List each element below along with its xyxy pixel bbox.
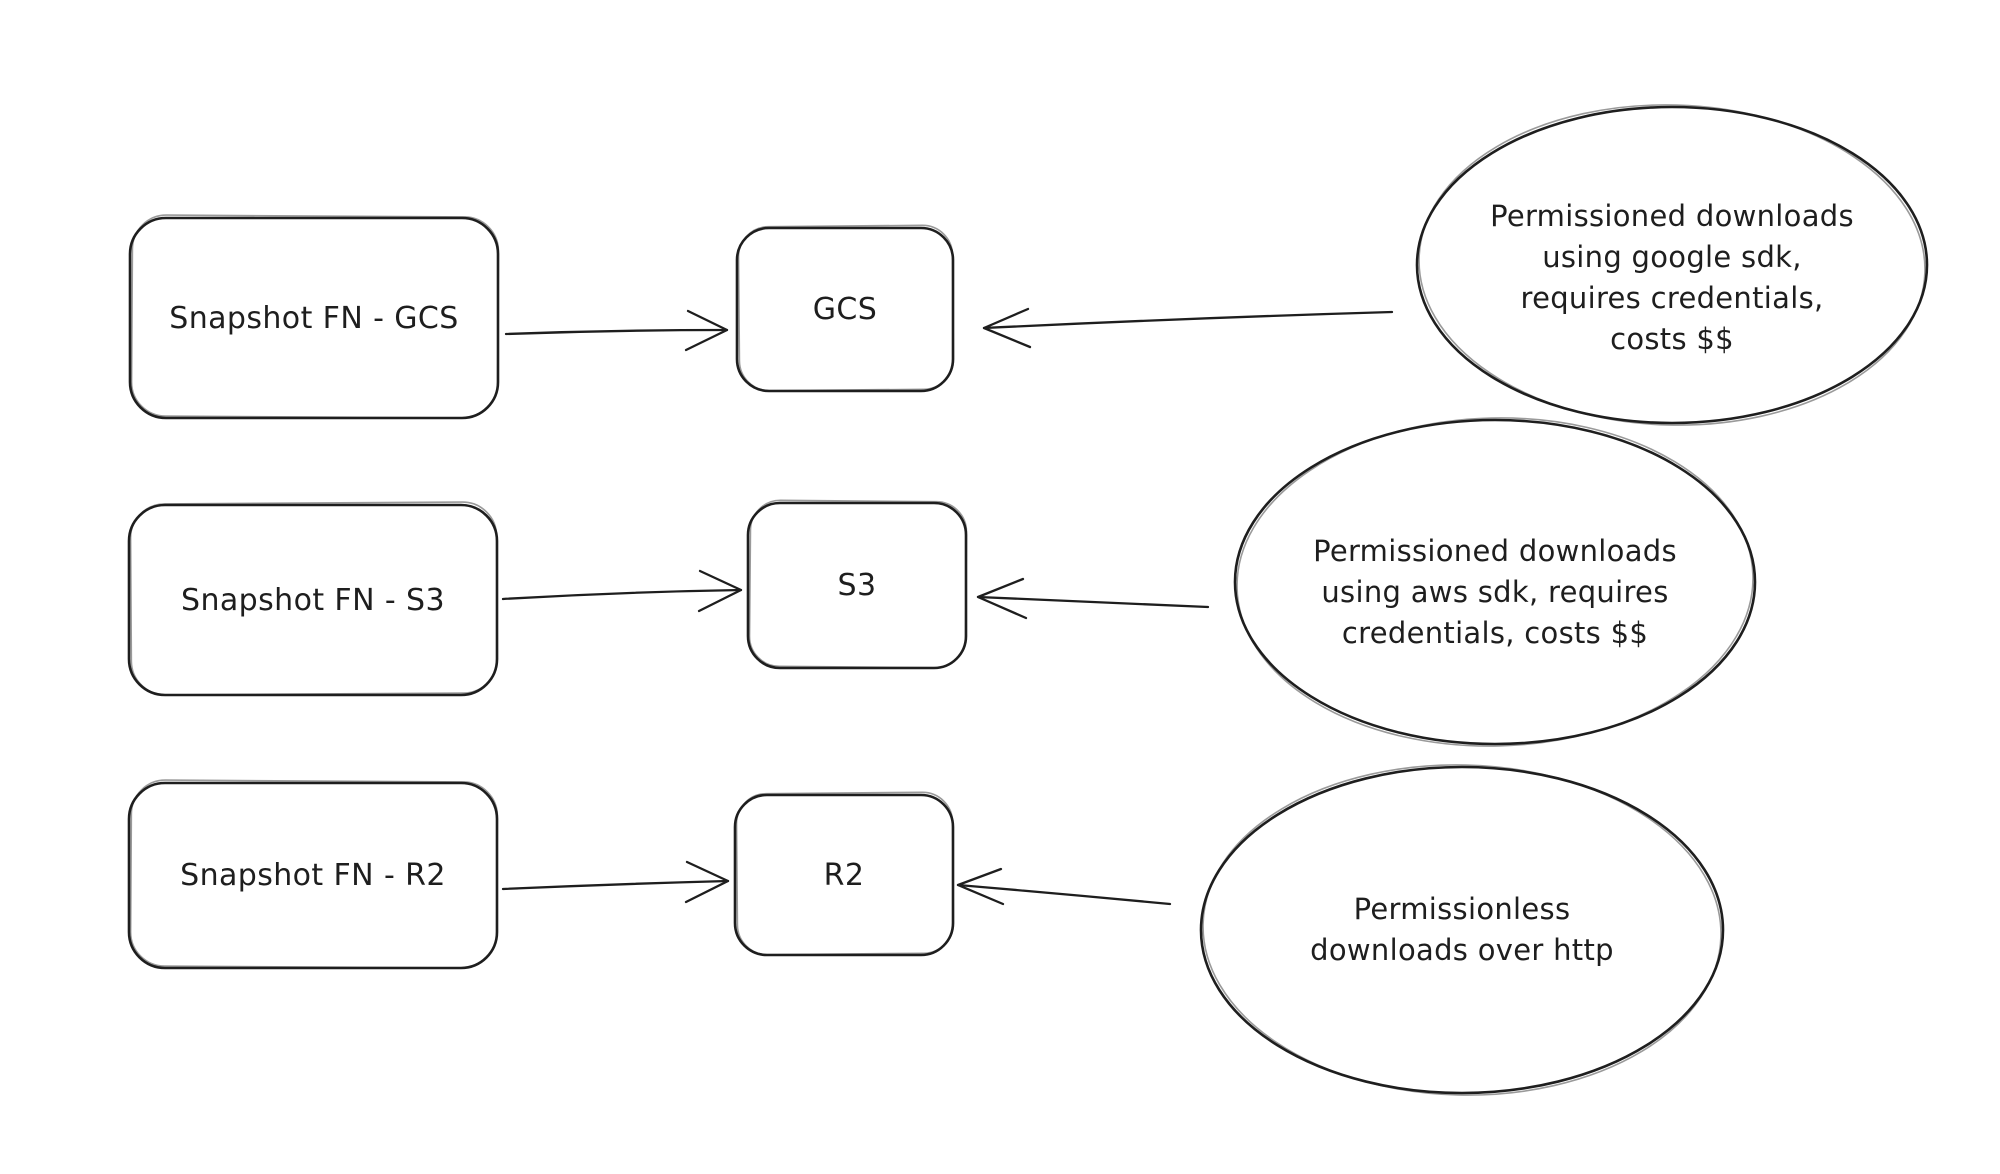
arrow-note-r2-to-r2 [956,867,1172,906]
node-snapshot-fn-gcs-shape [128,214,500,420]
arrow-snapshot-r2-to-r2 [501,860,730,904]
note-r2-ellipse-shape [1199,764,1725,1096]
node-snapshot-fn-s3-shape [127,501,499,697]
node-r2-shape [733,791,955,957]
arrow-note-gcs-to-gcs [982,307,1394,349]
note-s3-ellipse-shape [1233,417,1757,747]
node-s3-shape [746,499,968,670]
node-gcs-shape [735,224,955,393]
arrow-snapshot-s3-to-s3 [501,569,743,613]
node-snapshot-fn-r2-shape [127,779,499,970]
arrow-note-s3-to-s3 [976,577,1210,620]
arrow-snapshot-gcs-to-gcs [504,309,729,352]
note-gcs-ellipse-shape [1415,104,1929,426]
